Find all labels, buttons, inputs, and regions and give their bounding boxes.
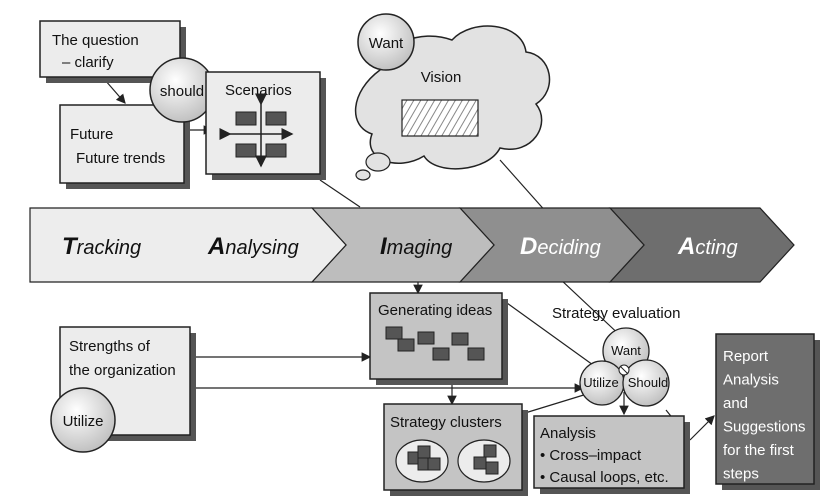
ideas-icon — [385, 326, 485, 361]
strategy-evaluation-label: Strategy evaluation — [552, 305, 680, 322]
vision-title: Vision — [421, 69, 462, 86]
analysis-box: Analysis • Cross–impact • Causal loops, … — [533, 415, 690, 494]
phase-label-deciding: Deciding — [520, 233, 601, 260]
report-line: Report — [723, 348, 769, 365]
phase-label-analysing: Analysing — [207, 233, 299, 260]
analysis-title: Analysis — [540, 425, 596, 442]
should-label: should — [160, 83, 204, 100]
analysis-item-2: • Causal loops, etc. — [540, 469, 669, 486]
cluster-icon-left — [395, 439, 449, 483]
should-small-label: Should — [628, 375, 668, 390]
strengths-line1: Strengths of — [69, 338, 151, 355]
phase-label-imaging: Imaging — [380, 233, 452, 260]
scenarios-quadrant-icon — [219, 93, 294, 168]
scenarios-title: Scenarios — [225, 82, 292, 99]
report-line: Suggestions — [723, 419, 806, 436]
utilize-small-label: Utilize — [583, 375, 618, 390]
evaluation-venn: Want Utilize Should — [579, 327, 670, 407]
analysis-item-1: • Cross–impact — [540, 447, 642, 464]
utilize-label: Utilize — [63, 413, 104, 430]
question-subtitle: – clarify — [62, 54, 114, 71]
scenarios-box: Scenarios — [205, 71, 326, 180]
want-small-label: Want — [611, 343, 641, 358]
report-line: and — [723, 395, 748, 412]
question-box: The question – clarify — [39, 20, 186, 83]
phase-tracking-analysing — [29, 207, 347, 283]
generating-ideas-box: Generating ideas — [369, 292, 508, 385]
want-circle: Want — [357, 13, 415, 71]
future-title: Future — [70, 126, 113, 143]
future-subtitle: Future trends — [76, 150, 165, 167]
report-line: Analysis — [723, 372, 779, 389]
report-line: for the first — [723, 442, 795, 459]
strategy-clusters-title: Strategy clusters — [390, 414, 502, 431]
future-box: Future Future trends — [59, 104, 190, 189]
want-label: Want — [369, 35, 404, 52]
generating-ideas-title: Generating ideas — [378, 302, 492, 319]
vision-image — [401, 99, 479, 137]
should-circle: should — [149, 57, 215, 123]
phase-arrow-band: Tracking Analysing Imaging Deciding Acti… — [29, 207, 795, 283]
report-line: steps — [723, 466, 759, 483]
cluster-icon-right — [457, 439, 511, 483]
should-small-circle — [622, 359, 670, 407]
strategy-clusters-box: Strategy clusters — [383, 403, 528, 496]
question-title: The question — [52, 32, 139, 49]
utilize-circle: Utilize — [50, 387, 116, 453]
phase-label-tracking: Tracking — [62, 233, 141, 260]
phase-label-acting: Acting — [677, 233, 738, 260]
strengths-line2: the organization — [69, 362, 176, 379]
